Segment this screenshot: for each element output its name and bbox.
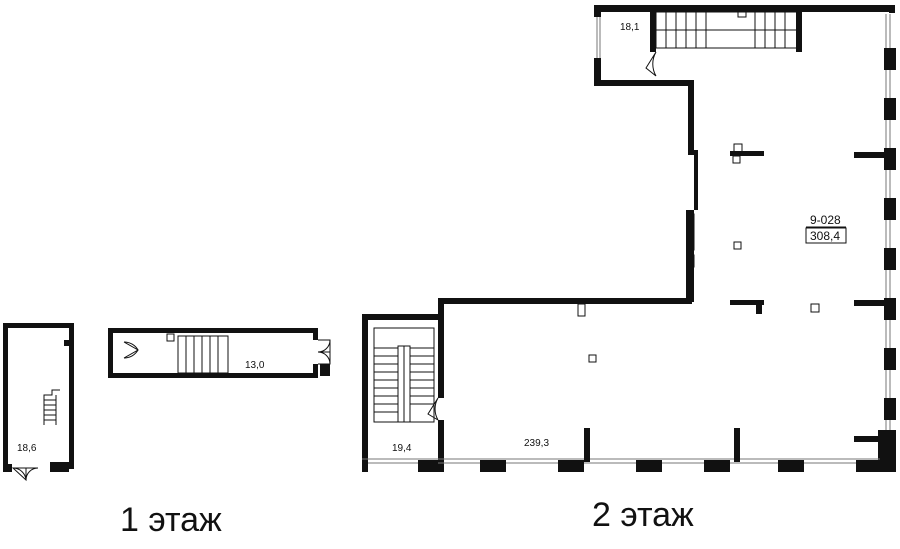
floor2-top-stair — [655, 9, 802, 52]
floor1-stair — [43, 389, 60, 425]
unit-area: 308,4 — [810, 229, 840, 243]
floor2-left-stair — [373, 327, 435, 423]
floor1-corridor-stair — [177, 335, 229, 374]
floor1-room-area: 18,6 — [17, 443, 37, 454]
floor2: 18,1 — [362, 5, 896, 472]
unit-tag: 9-028 308,4 — [805, 213, 847, 244]
floor1-entrance-door — [11, 467, 39, 482]
floor1-corridor-area: 13,0 — [245, 360, 265, 371]
floor2-lower-hall-area: 239,3 — [524, 438, 549, 449]
floor1-label: 1 этаж — [120, 501, 222, 539]
floor2-label: 2 этаж — [592, 496, 694, 534]
unit-number: 9-028 — [810, 213, 841, 227]
floor2-left-stair-area: 19,4 — [392, 443, 412, 454]
floor1-corridor: 13,0 — [108, 328, 331, 378]
floor1-room: 18,6 — [3, 323, 74, 482]
floor2-top-stair-area: 18,1 — [620, 22, 640, 33]
